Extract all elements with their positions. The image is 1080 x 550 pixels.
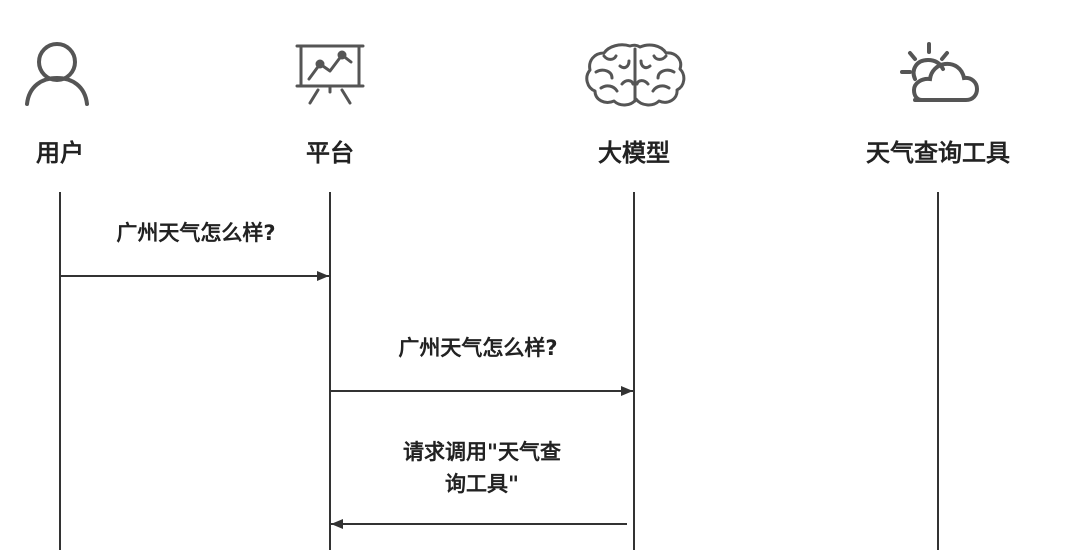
message-label-line-1: 请求调用"天气查: [403, 440, 561, 464]
message-platform-to-large-model: 广州天气怎么样?: [331, 336, 633, 396]
lifelines: [59, 192, 939, 550]
message-label: 广州天气怎么样?: [116, 221, 275, 245]
actor-label-platform: 平台: [306, 139, 354, 167]
brain-icon: [585, 43, 686, 107]
message-user-to-platform: 广州天气怎么样?: [61, 221, 329, 281]
presentation-board-icon: [295, 44, 365, 105]
actor-user: 用户: [25, 42, 89, 167]
actor-label-user: 用户: [36, 139, 84, 167]
actor-large-model: 大模型: [585, 43, 686, 167]
message-label-line-2: 询工具": [445, 472, 519, 496]
weather-partly-cloudy-icon: [900, 42, 980, 102]
message-label: 广州天气怎么样?: [398, 336, 557, 360]
message-large-model-to-platform: 请求调用"天气查 询工具": [331, 440, 627, 529]
actor-weather-tool: 天气查询工具: [866, 42, 1010, 167]
user-icon: [25, 42, 89, 106]
actor-platform: 平台: [295, 44, 365, 167]
actor-label-weather-tool: 天气查询工具: [866, 139, 1010, 167]
actor-label-large-model: 大模型: [598, 139, 670, 167]
